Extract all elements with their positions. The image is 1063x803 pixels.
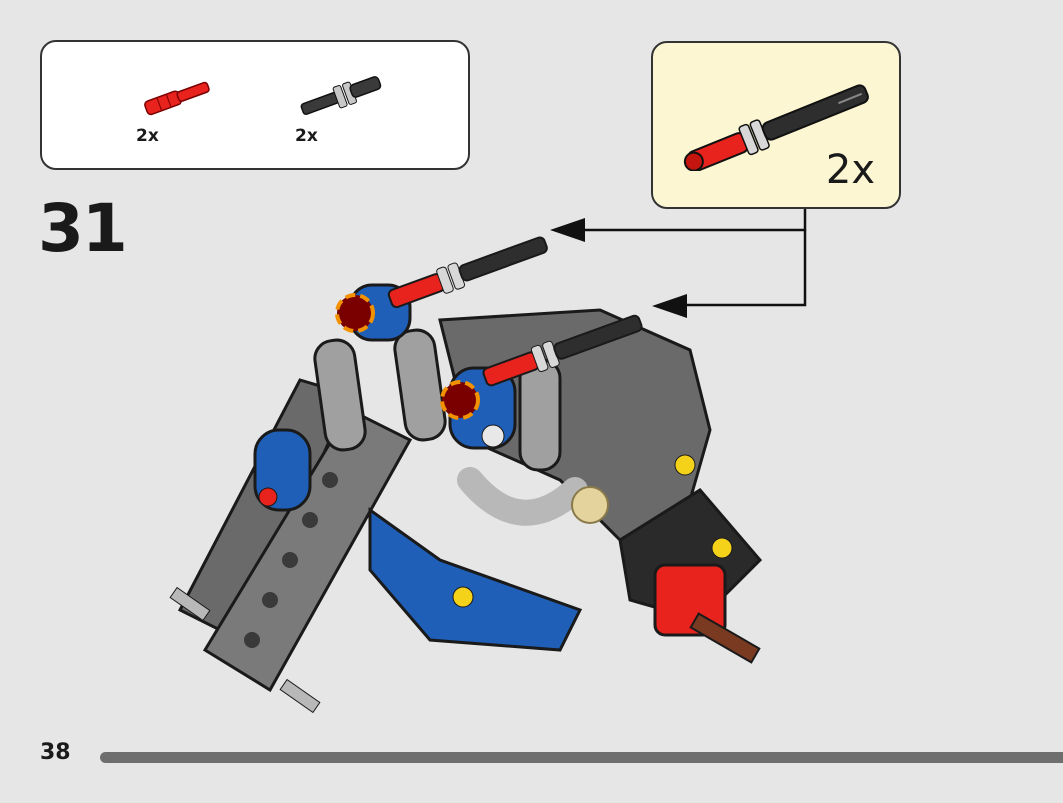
upright-beam [313,338,367,452]
flex-hose [457,467,588,526]
new-pin-upper [387,236,548,309]
page-progress-bar [100,752,1063,763]
arrow-head-icon [550,218,585,242]
axle-hole-yellow-icon [452,586,474,608]
axle-hole-red-icon [258,487,278,507]
page-number: 38 [40,740,71,765]
axle-hole-white-icon [481,424,505,448]
axle-hole-yellow-icon [711,537,733,559]
brown-axle [689,612,761,664]
red-connector [653,563,727,637]
pin-assembly-icon [683,84,869,171]
arrow-head-icon [652,294,687,318]
parts-list-box: 2x 2x [40,40,470,170]
upright-beam [518,358,562,472]
black-axle-pin-icon [300,76,382,115]
axle-hole-yellow-icon [674,454,696,476]
upright-beam [393,328,447,442]
highlight-ring-icon [440,380,480,420]
new-pin-lower [482,314,643,387]
grey-axle-end [169,586,211,622]
gear-icon [571,486,609,524]
step-number: 31 [38,190,128,267]
part-qty-2: 2x [295,126,318,146]
blue-bottom-beam [368,507,583,652]
grey-axle-end [279,678,321,714]
subassembly-qty: 2x [825,147,875,193]
subassembly-callout: 2x [651,41,901,209]
callout-arrows [580,209,807,307]
part-qty-1: 2x [136,126,159,146]
red-axle-pin-icon [144,81,210,116]
highlight-ring-icon [335,293,375,333]
